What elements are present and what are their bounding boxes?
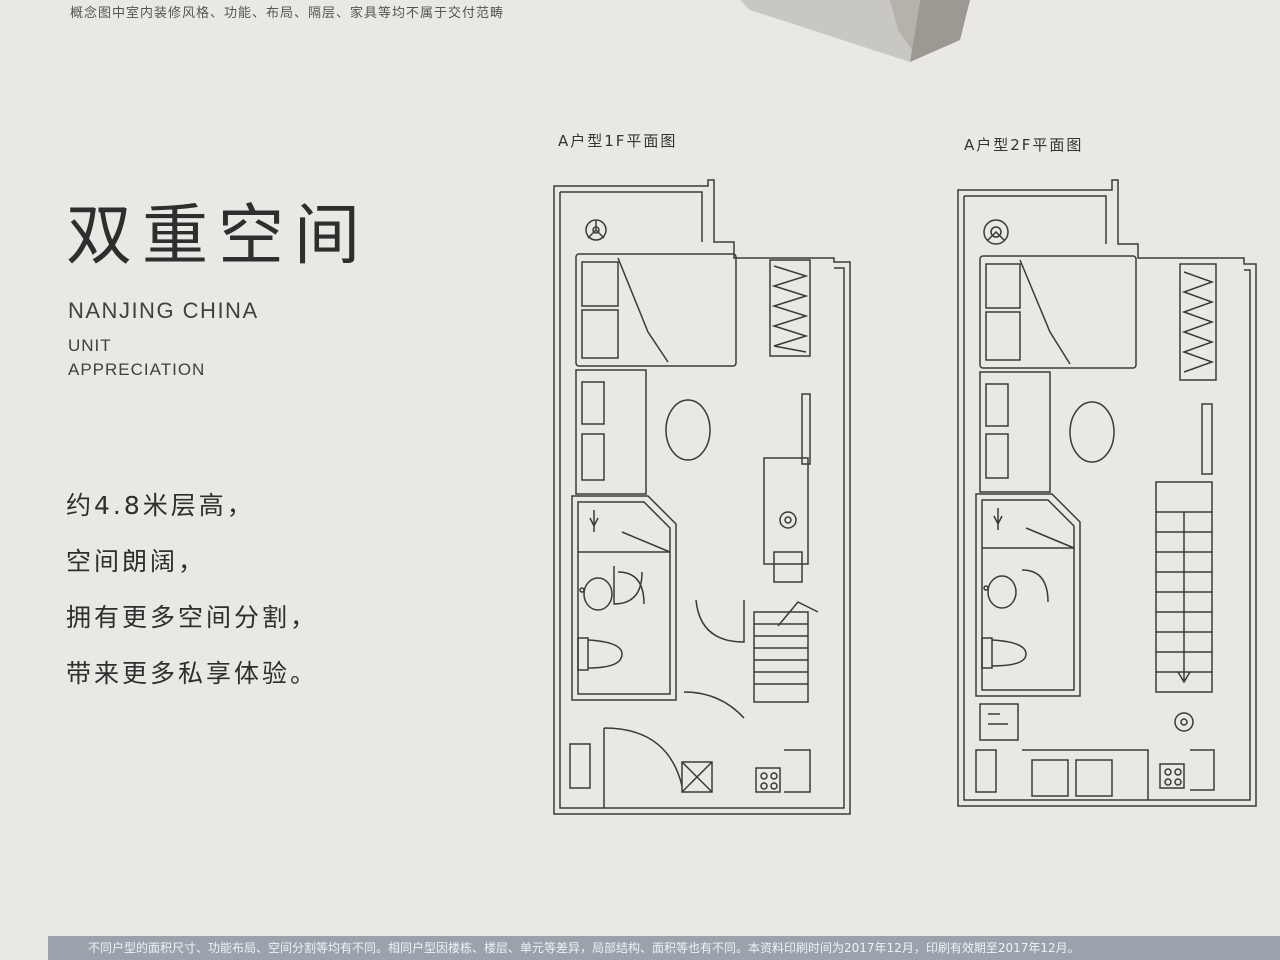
sofa-icon (575, 369, 647, 495)
sofa-icon (979, 371, 1051, 493)
fridge-icon (975, 749, 997, 793)
description-block: 约4.8米层高， 空间朗阔， 拥有更多空间分割， 带来更多私享体验。 (66, 478, 318, 702)
floor2-floor-plan (957, 179, 1257, 807)
shower-icon (993, 508, 1003, 530)
subtitle-appreciation: APPRECIATION (68, 360, 206, 379)
bathroom-walls (975, 493, 1081, 697)
tv-icon (801, 393, 811, 465)
page-title: 双重空间 (66, 197, 370, 274)
shower-icon (589, 510, 599, 532)
bathroom-walls (571, 495, 677, 701)
sink-icon (773, 551, 803, 583)
description-line: 约4.8米层高， (66, 491, 255, 520)
dining-table-icon (1069, 401, 1115, 463)
sink-icon (979, 703, 1019, 741)
wardrobe-icon (1179, 263, 1217, 381)
toilet-icon (981, 637, 993, 669)
stove-icon (1174, 712, 1194, 732)
bed-icon (575, 253, 737, 367)
staircase (753, 611, 809, 703)
floor1-plan-title: A户型1F平面图 (558, 132, 678, 150)
washbasin-icon (583, 577, 613, 611)
washbasin-icon (987, 575, 1017, 609)
stove-icon (779, 511, 797, 529)
kitchen-counter (763, 457, 809, 565)
dining-table-icon (665, 399, 711, 461)
building-photo-fragment (740, 0, 970, 62)
ac-unit-icon (983, 219, 1009, 245)
fridge-icon (569, 743, 591, 789)
footer-disclaimer: 不同户型的面积尺寸、功能布局、空间分割等均有不同。相同户型因楼栋、楼层、单元等差… (48, 936, 1280, 960)
tv-icon (1201, 403, 1213, 475)
subtitle-unit: UNIT (68, 336, 112, 355)
description-line: 空间朗阔， (66, 547, 207, 576)
description-line: 带来更多私享体验。 (66, 659, 319, 688)
description-line: 拥有更多空间分割， (66, 603, 319, 632)
staircase (1155, 481, 1213, 693)
disclaimer-note: 概念图中室内装修风格、功能、布局、隔层、家具等均不属于交付范畴 (70, 6, 505, 21)
wardrobe-icon (769, 259, 811, 357)
subtitle-location: NANJING CHINA (68, 298, 259, 323)
floor2-plan-title: A户型2F平面图 (964, 136, 1084, 154)
toilet-icon (577, 637, 589, 671)
floor1-floor-plan (553, 179, 851, 815)
bed-icon (979, 255, 1137, 369)
